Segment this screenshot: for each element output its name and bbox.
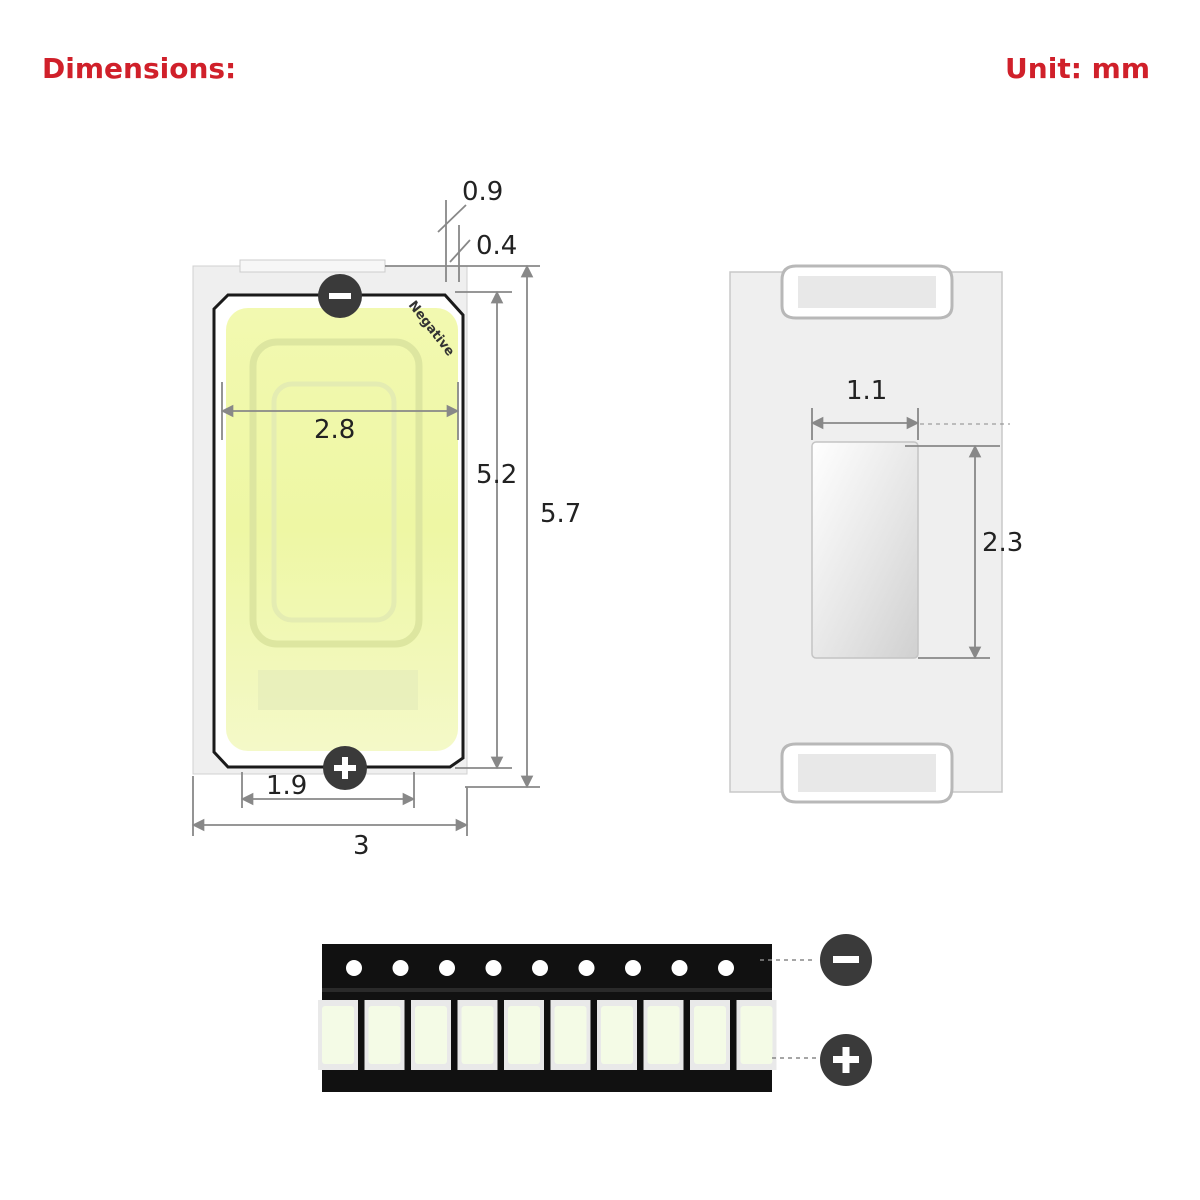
bottom-solder-pad [780,742,954,804]
dim-pad-width: 1.9 [266,771,307,801]
dim-lens-width: 2.8 [314,415,355,445]
led-chip [364,1000,405,1070]
led-chip [457,1000,498,1070]
strip-plus-circle-icon [820,1034,872,1086]
dim-bottom-pad-width: 1.1 [846,376,887,406]
sprocket-hole [625,960,641,976]
sprocket-hole [439,960,455,976]
led-chip [504,1000,544,1070]
sprocket-hole [392,960,409,976]
sprocket-hole [671,960,688,976]
top-tab [239,259,386,273]
led-chip [643,1000,684,1070]
sprocket-hole [718,960,734,976]
led-chip [550,1000,591,1070]
strip-minus-circle-icon [820,934,872,986]
led-strip [318,944,777,1092]
front-dimension-lines [191,200,540,836]
sprocket-hole [485,960,502,976]
lens-frame-inner [271,381,397,623]
thermal-pad [811,441,919,659]
dim-body-width: 3 [353,831,370,861]
led-chip [318,1000,358,1070]
dim-body-height: 5.7 [540,499,581,529]
unit-label: Unit: mm [1005,52,1150,85]
dim-bottom-pad-height: 2.3 [982,528,1023,558]
sprocket-hole [346,960,362,976]
led-chip [736,1000,777,1070]
led-front-view: Negative [192,259,468,790]
plus-circle-icon [323,746,367,790]
minus-circle-icon [318,274,362,318]
led-chip [597,1000,637,1070]
sprocket-hole [578,960,595,976]
strip-rail [322,988,772,992]
page-title: Dimensions: [42,52,237,85]
dim-side-gap: 0.4 [476,231,517,261]
led-chip [411,1000,451,1070]
back-dimension-lines [810,408,1010,660]
sprocket-hole [532,960,548,976]
top-solder-pad [780,264,954,320]
sprocket-holes [346,960,734,976]
led-chips [318,1000,777,1070]
led-chip [690,1000,730,1070]
dim-lens-height: 5.2 [476,460,517,490]
lens-frame-outer [249,338,423,648]
led-back-view [729,264,1003,804]
dim-top-offset: 0.9 [462,177,503,207]
lens-band [258,670,418,710]
